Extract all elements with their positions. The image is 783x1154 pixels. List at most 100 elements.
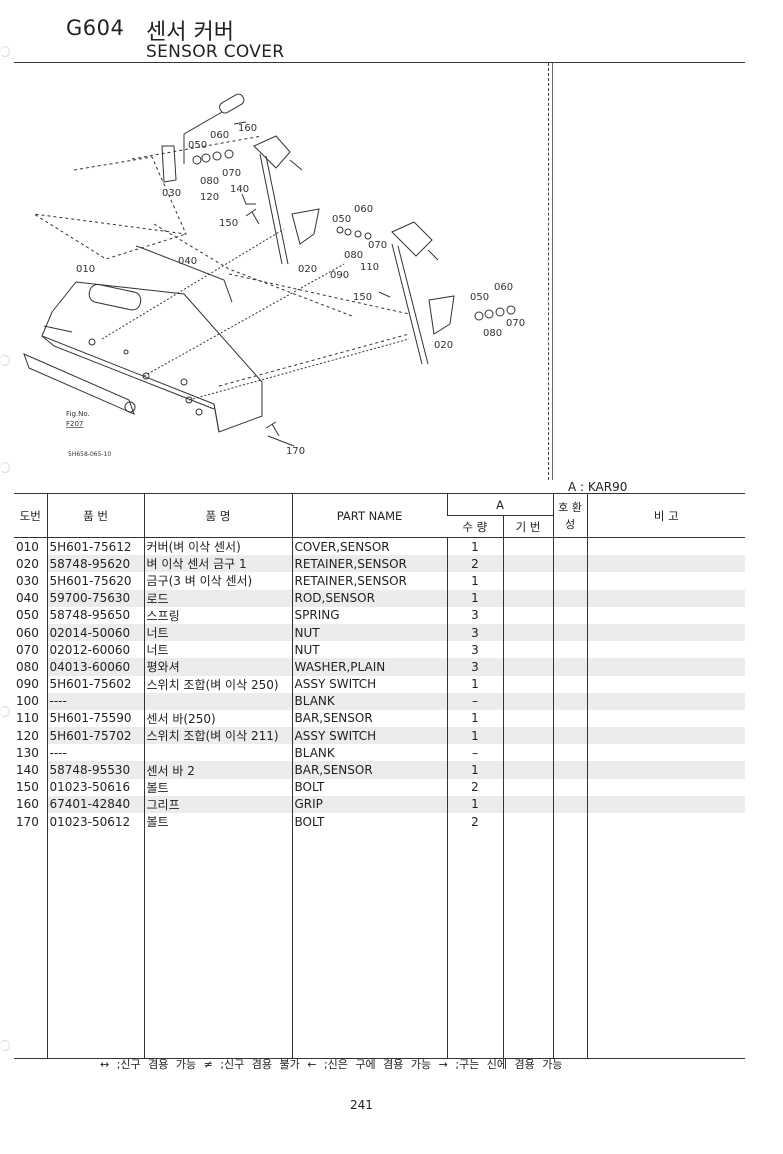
cell-base-no	[502, 537, 553, 556]
cell-name-kr: 볼트	[143, 813, 292, 831]
cell-part-no: 01023-50616	[46, 778, 144, 796]
cell-part-no: ----	[46, 744, 144, 762]
table-row: 100----BLANK–	[14, 692, 745, 710]
cell-compat	[552, 727, 587, 745]
callout: 040	[178, 256, 197, 267]
cell-part-name: NUT	[291, 641, 447, 659]
cell-base-no	[502, 555, 553, 573]
cell-remarks	[586, 727, 745, 745]
cell-compat	[552, 778, 587, 796]
sensor-cover-shape	[41, 281, 263, 433]
cell-part-name: BOLT	[291, 778, 447, 796]
empty-cell	[46, 830, 144, 1060]
leader-line	[101, 228, 285, 340]
cell-base-no	[502, 692, 553, 710]
callout: 170	[286, 446, 305, 457]
compatibility-legend: ↔ ;신구 겸용 가능 ≠ ;신구 겸용 불가 ← ;신은 구에 겸용 가능 →…	[100, 1058, 563, 1071]
cell-no: 130	[16, 745, 39, 760]
cell-base-no	[502, 572, 553, 590]
cell-remarks	[586, 555, 745, 573]
callout: 060	[494, 282, 513, 293]
cell-part-name: NUT	[291, 623, 447, 642]
empty-cell	[291, 830, 447, 1060]
cell-compat	[552, 623, 587, 642]
cell-no: 010	[16, 539, 39, 554]
cell-name-kr: 평와셔	[143, 658, 292, 676]
cell-name-kr: 너트	[143, 623, 292, 642]
cell-compat	[552, 572, 587, 590]
cell-qty: 2	[446, 813, 503, 831]
cell-compat	[552, 795, 587, 813]
callout: 020	[298, 264, 317, 275]
cell-compat	[552, 813, 587, 831]
cell-name-kr: 커버(벼 이삭 센서)	[143, 537, 292, 556]
empty-cell	[446, 830, 503, 1060]
col-remarks: 비 고	[586, 493, 745, 538]
handle-shape	[183, 111, 223, 164]
cell-base-no	[502, 709, 553, 728]
retainer-020-right	[428, 295, 455, 335]
cell-remarks	[586, 761, 745, 779]
cell-remarks	[586, 589, 745, 607]
col-base-no: 기 번	[502, 515, 553, 538]
leader-line	[143, 263, 345, 377]
cell-no: 040	[16, 591, 39, 606]
cell-remarks	[586, 795, 745, 813]
cell-base-no	[502, 623, 553, 642]
col-part-name: PART NAME	[291, 493, 447, 538]
cell-compat	[552, 641, 587, 659]
diagram-code: 5H658-065-10	[68, 451, 111, 458]
cut-line	[33, 156, 187, 260]
callout: 070	[506, 318, 525, 329]
cell-compat	[552, 658, 587, 676]
cell-base-no	[502, 795, 553, 813]
cell-no: 110	[16, 711, 39, 726]
cell-no: 060	[16, 625, 39, 640]
plate-shape	[23, 353, 135, 415]
cell-base-no	[502, 675, 553, 693]
cell-name-kr	[143, 744, 292, 762]
col-group-a: A	[446, 493, 553, 516]
parts-table: 도번 품 번 품 명 PART NAME A 호 환 성 비 고 수 량 기 번…	[14, 493, 745, 1060]
exploded-diagram: 160 050 060 080 070 030 120 140 150 050 …	[14, 64, 548, 469]
cell-remarks	[586, 623, 745, 642]
callout: 140	[230, 184, 249, 195]
cell-qty: 1	[446, 709, 503, 728]
cover-edge	[41, 325, 215, 410]
switch-right	[391, 221, 433, 257]
cut-line	[131, 135, 263, 160]
cell-compat	[552, 709, 587, 728]
cell-qty: 1	[446, 675, 503, 693]
sensor-bar-right	[391, 243, 423, 365]
cell-part-name: COVER,SENSOR	[291, 537, 447, 556]
cell-base-no	[502, 727, 553, 745]
cell-remarks	[586, 572, 745, 590]
cell-part-no: 58748-95530	[46, 761, 144, 779]
cell-no: 140	[16, 763, 39, 778]
cell-qty: 1	[446, 589, 503, 607]
cell-remarks	[586, 744, 745, 762]
section-title-en: SENSOR COVER	[146, 42, 285, 62]
col-qty: 수 량	[447, 515, 503, 538]
cell-base-no	[502, 813, 553, 831]
cell-remarks	[586, 641, 745, 659]
plate-end	[124, 401, 136, 413]
bolt-150	[378, 291, 391, 298]
bolt-150	[245, 208, 260, 225]
cell-part-name: ROD,SENSOR	[291, 589, 447, 607]
callout: 010	[76, 264, 95, 275]
cell-no: 090	[16, 677, 39, 692]
cell-no: 020	[16, 556, 39, 571]
cell-base-no	[502, 641, 553, 659]
cell-remarks	[586, 606, 745, 624]
callout: 060	[210, 130, 229, 141]
cell-compat	[552, 744, 587, 762]
cell-qty: –	[446, 744, 503, 762]
